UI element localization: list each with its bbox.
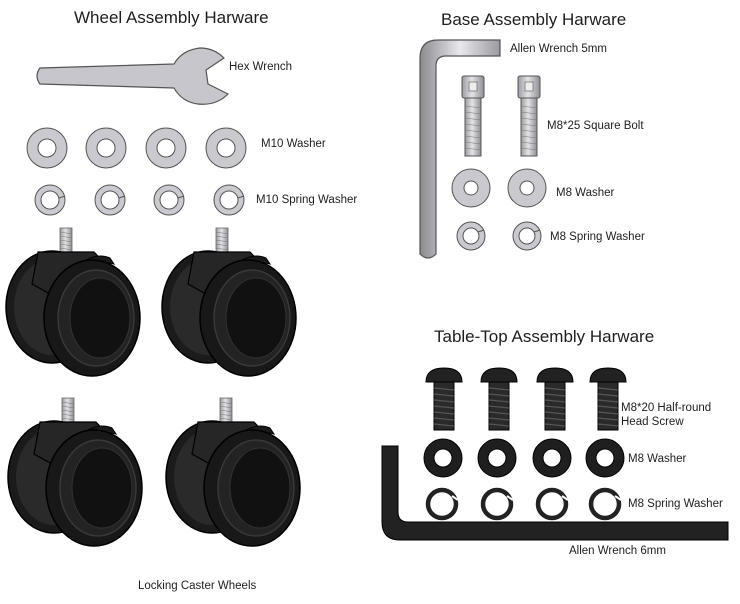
base-m8-spring-washer-icons [456, 221, 542, 251]
m8-half-round-head-screw-icons [425, 367, 627, 431]
square-bolt-label: M8*25 Square Bolt [547, 120, 644, 132]
tabletop-m8-spring-washer-label: M8 Spring Washer [628, 498, 723, 510]
allen-wrench-6mm-icon [381, 445, 729, 541]
locking-caster-wheel-icons [5, 227, 301, 547]
allen-wrench-6mm-label: Allen Wrench 6mm [569, 545, 666, 557]
base-m8-washer-icons [451, 168, 547, 208]
m10-washer-label: M10 Washer [261, 138, 326, 150]
wheel-section-title: Wheel Assembly Harware [74, 8, 269, 27]
caster-wheels-label: Locking Caster Wheels [138, 580, 257, 592]
half-round-screw-label-line2: Head Screw [621, 416, 684, 428]
tabletop-m8-spring-washer-icons [428, 490, 621, 518]
hex-wrench-icon [36, 47, 230, 105]
allen-wrench-5mm-icon [419, 39, 501, 259]
tabletop-m8-washer-icons [423, 438, 625, 478]
m10-spring-washer-icons [34, 184, 245, 216]
m10-washer-icons [26, 127, 247, 169]
hex-wrench-label: Hex Wrench [229, 61, 293, 73]
base-m8-spring-washer-label: M8 Spring Washer [550, 231, 645, 243]
allen-wrench-5mm-label: Allen Wrench 5mm [510, 43, 607, 55]
base-section-title: Base Assembly Harware [441, 10, 627, 29]
m10-spring-washer-label: M10 Spring Washer [256, 194, 358, 206]
tabletop-section-title: Table-Top Assembly Harware [434, 327, 655, 346]
half-round-screw-label-line1: M8*20 Half-round [621, 402, 712, 414]
base-m8-washer-label: M8 Washer [556, 187, 615, 199]
tabletop-m8-washer-label: M8 Washer [628, 453, 687, 465]
m8-square-bolt-icons [461, 75, 541, 157]
